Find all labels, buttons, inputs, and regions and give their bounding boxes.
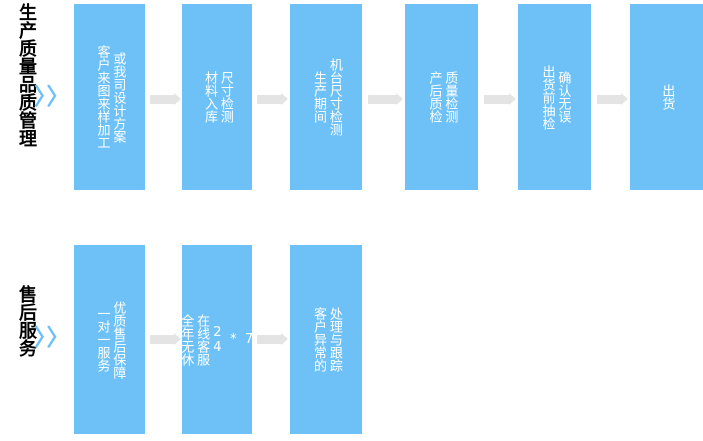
row-label-production: 生产质量品质管理: [16, 3, 37, 147]
process-step-label: 或我司设计方案 客户来图来样加工: [94, 45, 126, 149]
flow-row-production: 生产质量品质管理 〉〉 或我司设计方案 客户来图来样加工 尺寸检测 材料入库 机…: [0, 0, 703, 200]
connector-arrow: [150, 93, 181, 105]
process-step-box[interactable]: 7 * 24 在线客服 全年无休: [182, 245, 252, 434]
process-step-box[interactable]: 出货: [630, 4, 703, 190]
process-step-box[interactable]: 尺寸检测 材料入库: [182, 4, 252, 190]
connector-arrow: [597, 93, 628, 105]
connector-arrow: [368, 93, 403, 105]
process-step-box[interactable]: 处理与跟踪 客户异常的: [290, 245, 362, 434]
double-chevron-right-icon: 〉〉: [34, 325, 71, 351]
process-step-label: 确认无误 出货前抽检: [539, 64, 571, 130]
process-step-label: 质量检测 产后质检: [426, 71, 458, 123]
process-step-label: 7 * 24 在线客服 全年无休: [182, 313, 252, 366]
connector-arrow: [150, 333, 181, 345]
flow-row-after-sales: 售后服务 〉〉 优质售后保障 一对一服务 7 * 24 在线客服 全年无休 处理…: [0, 230, 703, 441]
connector-arrow: [257, 333, 288, 345]
process-step-box[interactable]: 优质售后保障 一对一服务: [74, 245, 145, 434]
connector-arrow: [257, 93, 288, 105]
process-step-box[interactable]: 确认无误 出货前抽检: [518, 4, 591, 190]
process-step-label: 尺寸检测 材料入库: [202, 71, 233, 123]
process-step-box[interactable]: 机台尺寸检测 生产期间: [290, 4, 362, 190]
row-label-after-sales: 售后服务: [16, 285, 37, 357]
double-chevron-right-icon: 〉〉: [34, 84, 71, 110]
process-step-label: 处理与跟踪 客户异常的: [311, 307, 342, 372]
process-step-box[interactable]: 质量检测 产后质检: [405, 4, 478, 190]
connector-arrow: [484, 93, 516, 105]
process-step-label: 优质售后保障 一对一服务: [94, 300, 126, 379]
process-step-label: 机台尺寸检测 生产期间: [311, 58, 342, 136]
process-step-label: 出货: [659, 84, 675, 110]
process-step-box[interactable]: 或我司设计方案 客户来图来样加工: [74, 4, 145, 190]
